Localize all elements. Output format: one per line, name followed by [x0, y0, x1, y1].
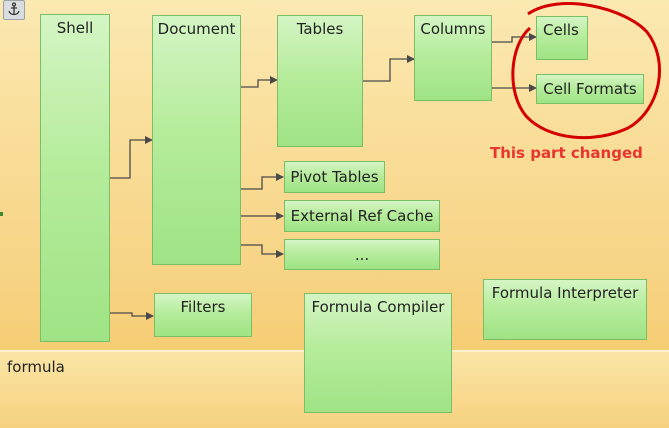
node-shell[interactable]: Shell [40, 14, 110, 342]
edge-handle [0, 212, 3, 216]
node-columns-label: Columns [420, 20, 486, 38]
anchor-icon[interactable] [3, 0, 25, 20]
node-cell-formats[interactable]: Cell Formats [536, 74, 644, 104]
node-shell-label: Shell [56, 19, 94, 37]
change-annotation: This part changed [490, 144, 643, 162]
node-document[interactable]: Document [152, 15, 241, 265]
node-cell-formats-label: Cell Formats [543, 80, 637, 98]
connector-columns-cells [492, 33, 537, 43]
node-external-ref-cache[interactable]: External Ref Cache [284, 200, 440, 232]
node-formula-interpreter[interactable]: Formula Interpreter [483, 279, 647, 340]
node-pivot-tables-label: Pivot Tables [290, 168, 379, 186]
connector-document-ellipsis [241, 244, 284, 258]
node-tables[interactable]: Tables [277, 15, 363, 147]
node-filters-label: Filters [180, 298, 226, 316]
node-cells[interactable]: Cells [536, 16, 588, 60]
connector-document-tables [241, 76, 278, 88]
node-formula-compiler[interactable]: Formula Compiler [304, 293, 452, 413]
connector-shell-filters [110, 312, 154, 320]
node-formula-interpreter-label: Formula Interpreter [491, 284, 639, 302]
node-document-label: Document [157, 20, 236, 38]
formula-section-label: formula [7, 358, 65, 376]
node-filters[interactable]: Filters [154, 293, 252, 337]
node-ellipsis[interactable]: ... [284, 239, 440, 270]
node-tables-label: Tables [296, 20, 344, 38]
node-external-ref-cache-label: External Ref Cache [290, 207, 434, 225]
node-ellipsis-label: ... [354, 245, 370, 264]
node-columns[interactable]: Columns [414, 15, 492, 101]
connector-document-pivot [241, 173, 284, 190]
node-pivot-tables[interactable]: Pivot Tables [284, 161, 385, 193]
node-cells-label: Cells [543, 21, 579, 39]
connector-tables-columns [363, 55, 415, 82]
connector-shell-document [110, 136, 153, 179]
highlight-circle [511, 2, 661, 140]
node-formula-compiler-label: Formula Compiler [311, 298, 445, 316]
